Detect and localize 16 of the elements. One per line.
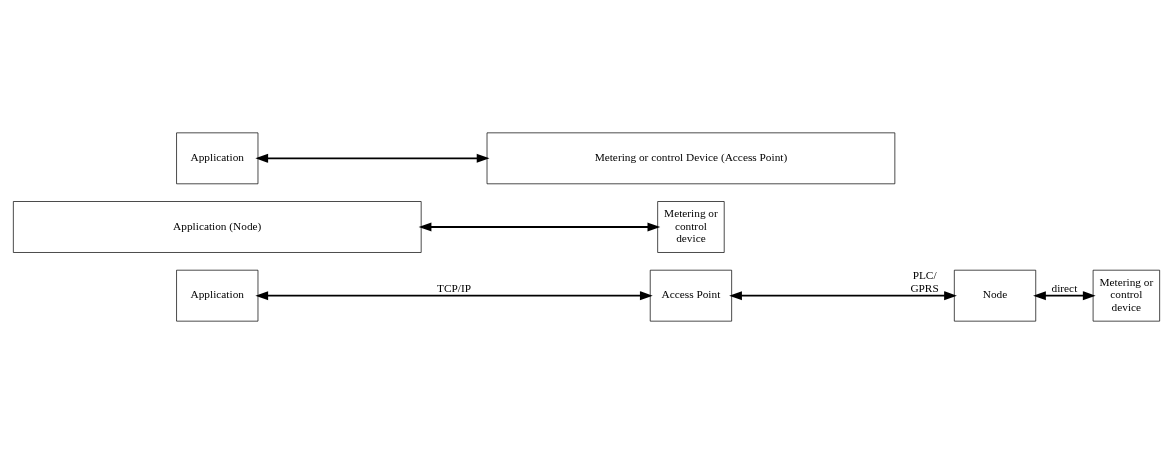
edge-label: direct — [1051, 281, 1078, 294]
edge-label: TCP/IP — [437, 281, 472, 294]
arrow — [255, 153, 490, 163]
node-box: Application — [176, 131, 259, 184]
arrow — [255, 290, 653, 300]
node-box: Application (Node) — [13, 200, 422, 253]
node-box: Metering or control Device (Access Point) — [486, 131, 896, 184]
edge-label: PLC/ GPRS — [910, 268, 939, 294]
arrow — [729, 290, 957, 300]
arrow — [418, 222, 661, 231]
node-box: Access Point — [649, 269, 732, 322]
node-box: Metering or control device — [1092, 269, 1160, 322]
arrow — [1033, 290, 1096, 300]
node-box: Metering or control device — [657, 200, 725, 253]
node-box: Node — [953, 269, 1037, 322]
node-box: Application — [176, 269, 259, 322]
